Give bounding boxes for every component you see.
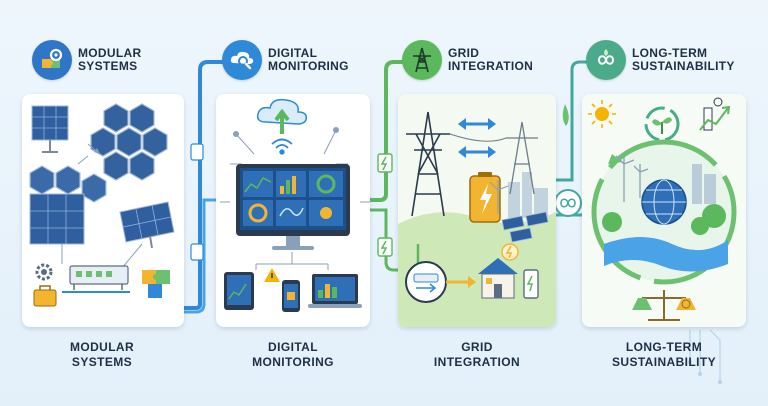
solar-grid-array <box>29 193 85 245</box>
header-line1: DIGITAL <box>268 46 318 60</box>
phone-icon <box>282 280 300 312</box>
tablet-icon <box>224 272 254 310</box>
monitor-dashboard <box>236 164 350 250</box>
header-text: DIGITAL MONITORING <box>268 47 349 73</box>
header-line2: SUSTAINABILITY <box>632 59 735 73</box>
footer-modular: MODULAR SYSTEMS <box>42 340 162 370</box>
connector-blue-lower <box>130 198 226 314</box>
solar-farm <box>501 211 549 243</box>
globe-icon <box>641 179 687 225</box>
laptop-icon <box>308 274 362 308</box>
infinity-icon <box>560 198 576 208</box>
bolt-icon <box>380 156 388 171</box>
wind-turbine-icon <box>489 180 509 214</box>
sun-icon <box>588 100 616 128</box>
footer-line1: DIGITAL <box>268 340 318 354</box>
warning-icon <box>264 268 280 282</box>
header-text: GRID INTEGRATION <box>448 47 533 73</box>
footer-line2: SYSTEMS <box>71 355 133 369</box>
bolt-badge-icon <box>501 243 519 261</box>
city-skyline <box>692 164 716 204</box>
connector-teal <box>556 60 590 182</box>
footer-sustainability: LONG-TERM SUSTAINABILITY <box>594 340 734 370</box>
tilted-solar-panel <box>119 201 175 249</box>
header-text: LONG-TERM SUSTAINABILITY <box>632 47 735 73</box>
gear-icon <box>35 263 53 281</box>
panel-sustainability <box>582 94 746 327</box>
leaf-icon <box>562 104 569 126</box>
footer-line2: SUSTAINABILITY <box>611 355 717 369</box>
header-line1: GRID <box>448 46 480 60</box>
transmission-tower-icon <box>406 111 450 217</box>
battery-icon <box>469 172 501 223</box>
header-line1: LONG-TERM <box>632 46 708 60</box>
header-monitoring: DIGITAL MONITORING <box>222 40 349 80</box>
header-grid: GRID INTEGRATION <box>402 40 533 80</box>
puzzle-icon <box>142 270 170 298</box>
ev-charger-icon <box>523 269 539 299</box>
connector-blue-upper <box>181 60 226 310</box>
panel-modular <box>22 94 184 327</box>
footer-line2: INTEGRATION <box>433 355 521 369</box>
header-line2: SYSTEMS <box>78 59 138 73</box>
wind-turbine-icon <box>615 154 649 202</box>
controller-box <box>69 265 129 290</box>
energy-doc-icon <box>377 237 393 257</box>
circuit-traces <box>689 329 721 380</box>
document-icon <box>190 243 204 261</box>
footer-line2: MONITORING <box>252 355 334 369</box>
connector-green-lower <box>370 208 410 272</box>
puzzle-gear-icon <box>32 40 72 80</box>
connector-green-upper <box>368 60 406 202</box>
infinity-leaf-icon <box>586 40 626 80</box>
footer-monitoring: DIGITAL MONITORING <box>232 340 354 370</box>
forest <box>602 204 726 235</box>
toolbox-icon <box>33 285 57 307</box>
bidirectional-arrows <box>458 118 496 158</box>
wifi-icon <box>271 138 293 155</box>
energy-doc-icon <box>377 153 393 173</box>
header-line1: MODULAR <box>78 46 142 60</box>
hexagon-solar-cluster <box>90 103 168 181</box>
header-sustainability: LONG-TERM SUSTAINABILITY <box>586 40 735 80</box>
footer-line1: GRID <box>461 340 493 354</box>
header-line2: MONITORING <box>268 59 349 73</box>
header-line2: INTEGRATION <box>448 59 534 73</box>
balance-scale-icon <box>632 290 696 321</box>
transmission-tower-icon <box>506 121 538 195</box>
header-text: MODULAR SYSTEMS <box>78 47 141 73</box>
cloud-upload-icon <box>256 98 308 134</box>
header-modular: MODULAR SYSTEMS <box>32 40 141 80</box>
house-icon <box>478 258 518 299</box>
meter-icon <box>405 261 447 303</box>
bolt-icon <box>380 240 388 255</box>
cloud-search-icon <box>222 40 262 80</box>
recycle-sprout-icon <box>644 106 680 142</box>
panel-monitoring <box>216 94 370 327</box>
footer-grid: GRID INTEGRATION <box>416 340 538 370</box>
transmission-tower-icon <box>402 40 442 80</box>
network-lines <box>230 127 348 165</box>
panel-grid <box>398 94 556 327</box>
footer-line1: LONG-TERM <box>625 340 703 354</box>
footer-line1: MODULAR <box>69 340 135 354</box>
document-icon <box>190 143 204 161</box>
river <box>604 237 728 272</box>
growth-chart-icon <box>699 97 731 131</box>
solar-panel-icon <box>31 105 69 153</box>
